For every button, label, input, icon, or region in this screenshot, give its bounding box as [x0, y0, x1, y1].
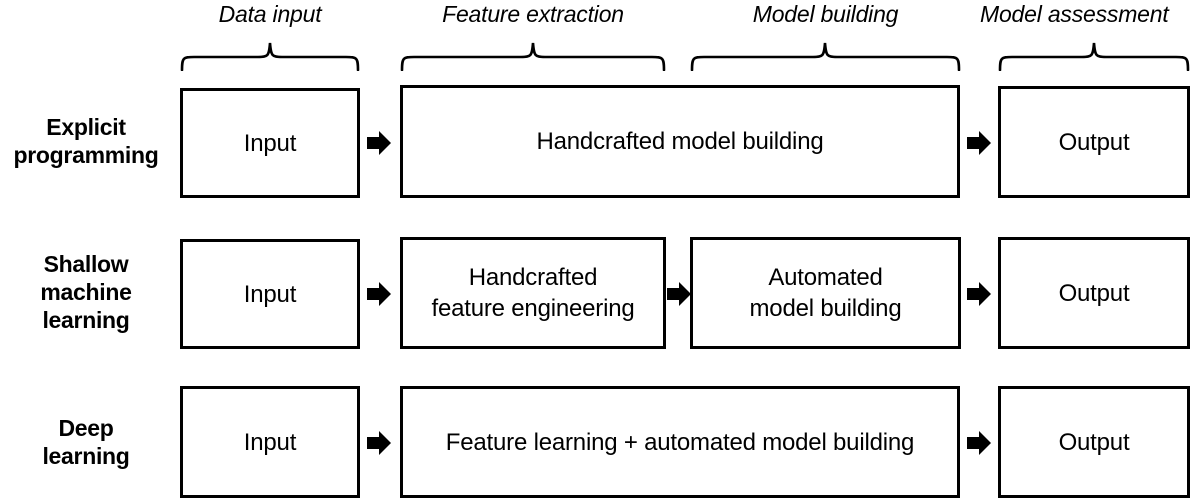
box-label: Input	[243, 280, 297, 308]
box-explicit-input[interactable]: Input	[180, 88, 360, 198]
box-label: Output	[1058, 279, 1130, 307]
box-shallow-handcrafted-feature-engineering[interactable]: Handcrafted feature engineering	[400, 237, 666, 349]
box-label: Handcrafted model building	[536, 128, 824, 155]
row-label-line: programming	[13, 142, 159, 168]
column-header-model-assessment: Model assessment	[980, 1, 1169, 27]
box-label: Input	[243, 129, 297, 157]
box-explicit-handcrafted-model-building[interactable]: Handcrafted model building	[400, 85, 960, 198]
right-arrow-icon	[966, 128, 992, 158]
box-deep-feature-learning-automated-model-building[interactable]: Feature learning + automated model build…	[400, 386, 960, 498]
row-label-explicit-programming: Explicit programming	[0, 113, 172, 169]
column-header-feature-extraction: Feature extraction	[442, 1, 624, 27]
box-explicit-output[interactable]: Output	[998, 86, 1190, 198]
curly-brace-icon-model-building	[690, 41, 961, 71]
box-shallow-automated-model-building[interactable]: Automated model building	[690, 237, 961, 349]
box-label: Output	[1058, 428, 1130, 456]
row-label-line: Explicit	[46, 114, 126, 140]
box-label: Automated model building	[749, 264, 902, 322]
row-label-line: learning	[42, 443, 130, 469]
right-arrow-icon	[366, 428, 392, 458]
box-label: Input	[243, 428, 297, 456]
curly-brace-icon-model-assessment	[998, 41, 1190, 71]
right-arrow-icon	[966, 428, 992, 458]
box-shallow-output[interactable]: Output	[998, 237, 1190, 349]
box-deep-output[interactable]: Output	[998, 386, 1190, 498]
box-deep-input[interactable]: Input	[180, 386, 360, 498]
row-label-line: learning	[42, 307, 130, 333]
curly-brace-icon-feature-extraction	[400, 41, 666, 71]
column-header-data-input: Data input	[218, 1, 322, 27]
column-header-model-building: Model building	[752, 1, 899, 27]
box-label: Output	[1058, 128, 1130, 156]
row-label-line: Shallow	[43, 251, 129, 277]
row-label-shallow-machine-learning: Shallow machine learning	[0, 250, 172, 334]
right-arrow-icon	[366, 279, 392, 309]
row-label-line: Deep	[58, 415, 114, 441]
curly-brace-icon-data-input	[180, 41, 360, 71]
box-label: Feature learning + automated model build…	[445, 428, 915, 456]
row-label-deep-learning: Deep learning	[0, 414, 172, 470]
box-label: Handcrafted feature engineering	[431, 264, 635, 322]
box-shallow-input[interactable]: Input	[180, 239, 360, 349]
right-arrow-icon	[366, 128, 392, 158]
right-arrow-icon	[966, 279, 992, 309]
right-arrow-icon	[666, 279, 692, 309]
row-label-line: machine	[40, 279, 132, 305]
